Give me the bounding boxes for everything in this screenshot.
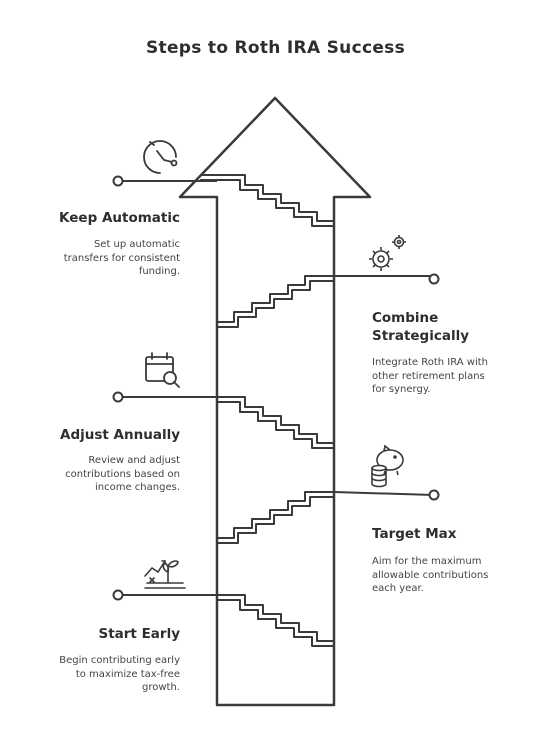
step-desc-combine-strategically: Integrate Roth IRA with other retirement… xyxy=(372,356,542,397)
connector-dot-start xyxy=(112,589,124,601)
step-desc-adjust-annually: Review and adjust contributions based on… xyxy=(30,454,180,495)
staircase-5 xyxy=(118,594,334,642)
clock-icon xyxy=(143,140,178,174)
step-desc-target-max: Aim for the maximum allowable contributi… xyxy=(372,555,542,596)
desc-line: income changes. xyxy=(95,482,180,493)
step-title-adjust-annually: Adjust Annually xyxy=(60,427,180,443)
growth-chart-plant-icon xyxy=(144,560,186,589)
staircase-2 xyxy=(217,275,434,323)
arrow-outline xyxy=(178,96,372,707)
step-title-target-max: Target Max xyxy=(372,526,457,542)
desc-line: each year. xyxy=(372,583,424,594)
staircase-4 xyxy=(217,491,435,539)
diagram-title: Steps to Roth IRA Success xyxy=(145,38,405,58)
title-line: Combine xyxy=(372,310,439,326)
desc-line: Begin contributing early xyxy=(59,655,180,666)
desc-line: Aim for the maximum xyxy=(372,556,482,567)
connector-dot-keep-automatic xyxy=(112,175,124,187)
step-title-start-early: Start Early xyxy=(98,626,180,642)
staircase-3 xyxy=(118,396,334,444)
step-desc-start-early: Begin contributing early to maximize tax… xyxy=(30,654,180,695)
step-desc-keep-automatic: Set up automatic transfers for consisten… xyxy=(30,238,180,279)
desc-line: Review and adjust xyxy=(88,455,180,466)
piggy-bank-coins-icon xyxy=(371,444,404,488)
gears-icon xyxy=(369,235,406,271)
desc-line: growth. xyxy=(142,682,180,693)
desc-line: contributions based on xyxy=(65,468,180,480)
connector-dot-target xyxy=(428,489,440,501)
desc-line: for synergy. xyxy=(372,384,431,395)
desc-line: other retirement plans xyxy=(372,370,485,382)
step-title-combine-strategically: Combine Strategically xyxy=(372,309,532,345)
staircase-1 xyxy=(200,174,334,222)
desc-line: Set up automatic xyxy=(93,239,180,250)
title-line: Strategically xyxy=(372,328,470,344)
calendar-search-icon xyxy=(145,352,180,388)
desc-line: allowable contributions xyxy=(372,569,489,581)
desc-line: Integrate Roth IRA with xyxy=(372,357,488,368)
desc-line: to maximize tax-free xyxy=(75,668,180,680)
connector-dot-adjust xyxy=(112,391,124,403)
connector-dot-combine xyxy=(428,273,440,285)
desc-line: transfers for consistent xyxy=(63,252,180,264)
desc-line: funding. xyxy=(138,266,180,277)
step-title-keep-automatic: Keep Automatic xyxy=(59,210,180,226)
